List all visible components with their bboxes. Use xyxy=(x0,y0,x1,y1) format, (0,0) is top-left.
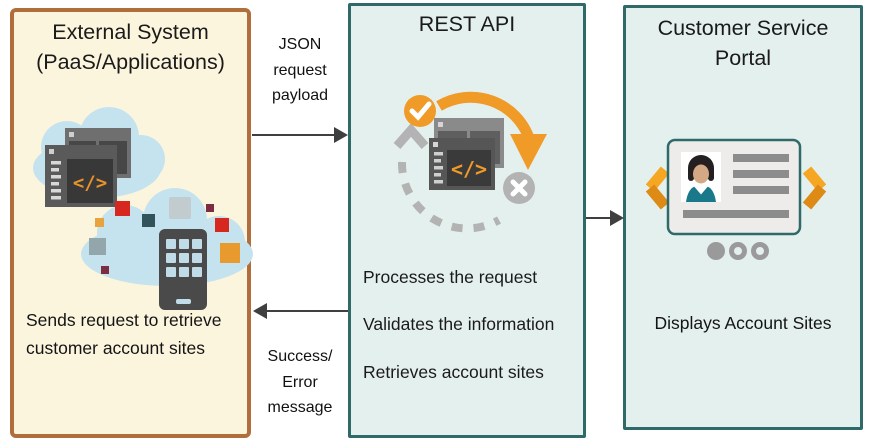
rest-api-steps: Processes the request Validates the info… xyxy=(363,264,573,406)
rest-api-title: REST API xyxy=(418,12,516,36)
data-squares xyxy=(89,197,240,274)
chevron-up-icon xyxy=(393,123,429,149)
response-arrow xyxy=(253,303,348,319)
error-x-icon xyxy=(503,172,535,204)
text-lines xyxy=(683,154,789,218)
response-arrowhead-icon xyxy=(253,303,267,319)
refresh-arrowhead xyxy=(510,134,547,170)
cloud-mobile-icon xyxy=(81,188,253,310)
account-card xyxy=(666,138,802,236)
success-check-icon xyxy=(404,95,436,127)
prev-chevron-icon xyxy=(645,166,670,210)
external-system-title: External System (PaaS/Applications) xyxy=(36,20,225,74)
next-chevron-icon xyxy=(802,166,827,210)
code-glyph: </> xyxy=(73,172,107,194)
display-arrowhead-icon xyxy=(610,210,624,226)
response-arrow-label: Success/ Error message xyxy=(267,348,333,417)
cloud-code-icon: </> xyxy=(33,107,165,207)
request-arrow-line xyxy=(252,134,336,136)
display-arrow xyxy=(586,210,624,226)
portal-box: Customer Service Portal xyxy=(623,5,863,430)
refresh-arrow xyxy=(436,91,535,141)
request-arrow-label: JSON request payload xyxy=(271,36,329,105)
code-window-front: </> xyxy=(429,138,495,190)
rest-api-box: REST API xyxy=(348,3,586,438)
code-glyph: </> xyxy=(451,157,487,181)
api-processing-icon: </> xyxy=(393,91,547,233)
step-processes: Processes the request xyxy=(363,267,538,287)
external-system-description: Sends request to retrieve customer accou… xyxy=(26,310,222,358)
step-validates: Validates the information xyxy=(363,314,555,335)
avatar xyxy=(686,155,716,202)
portal-title: Customer Service Portal xyxy=(657,16,829,70)
request-arrow xyxy=(252,127,348,143)
dashed-arc xyxy=(397,161,501,233)
portal-description: Displays Account Sites xyxy=(654,313,832,333)
mobile-device xyxy=(159,229,207,310)
account-card-icon xyxy=(645,138,827,260)
response-arrow-line xyxy=(265,310,348,312)
carousel-dots xyxy=(707,242,769,260)
code-window-front: </> xyxy=(45,145,117,207)
request-arrowhead-icon xyxy=(334,127,348,143)
step-retrieves: Retrieves account sites xyxy=(363,361,544,382)
external-system-box: External System (PaaS/Applications) xyxy=(10,8,253,438)
display-arrow-line xyxy=(586,217,612,219)
